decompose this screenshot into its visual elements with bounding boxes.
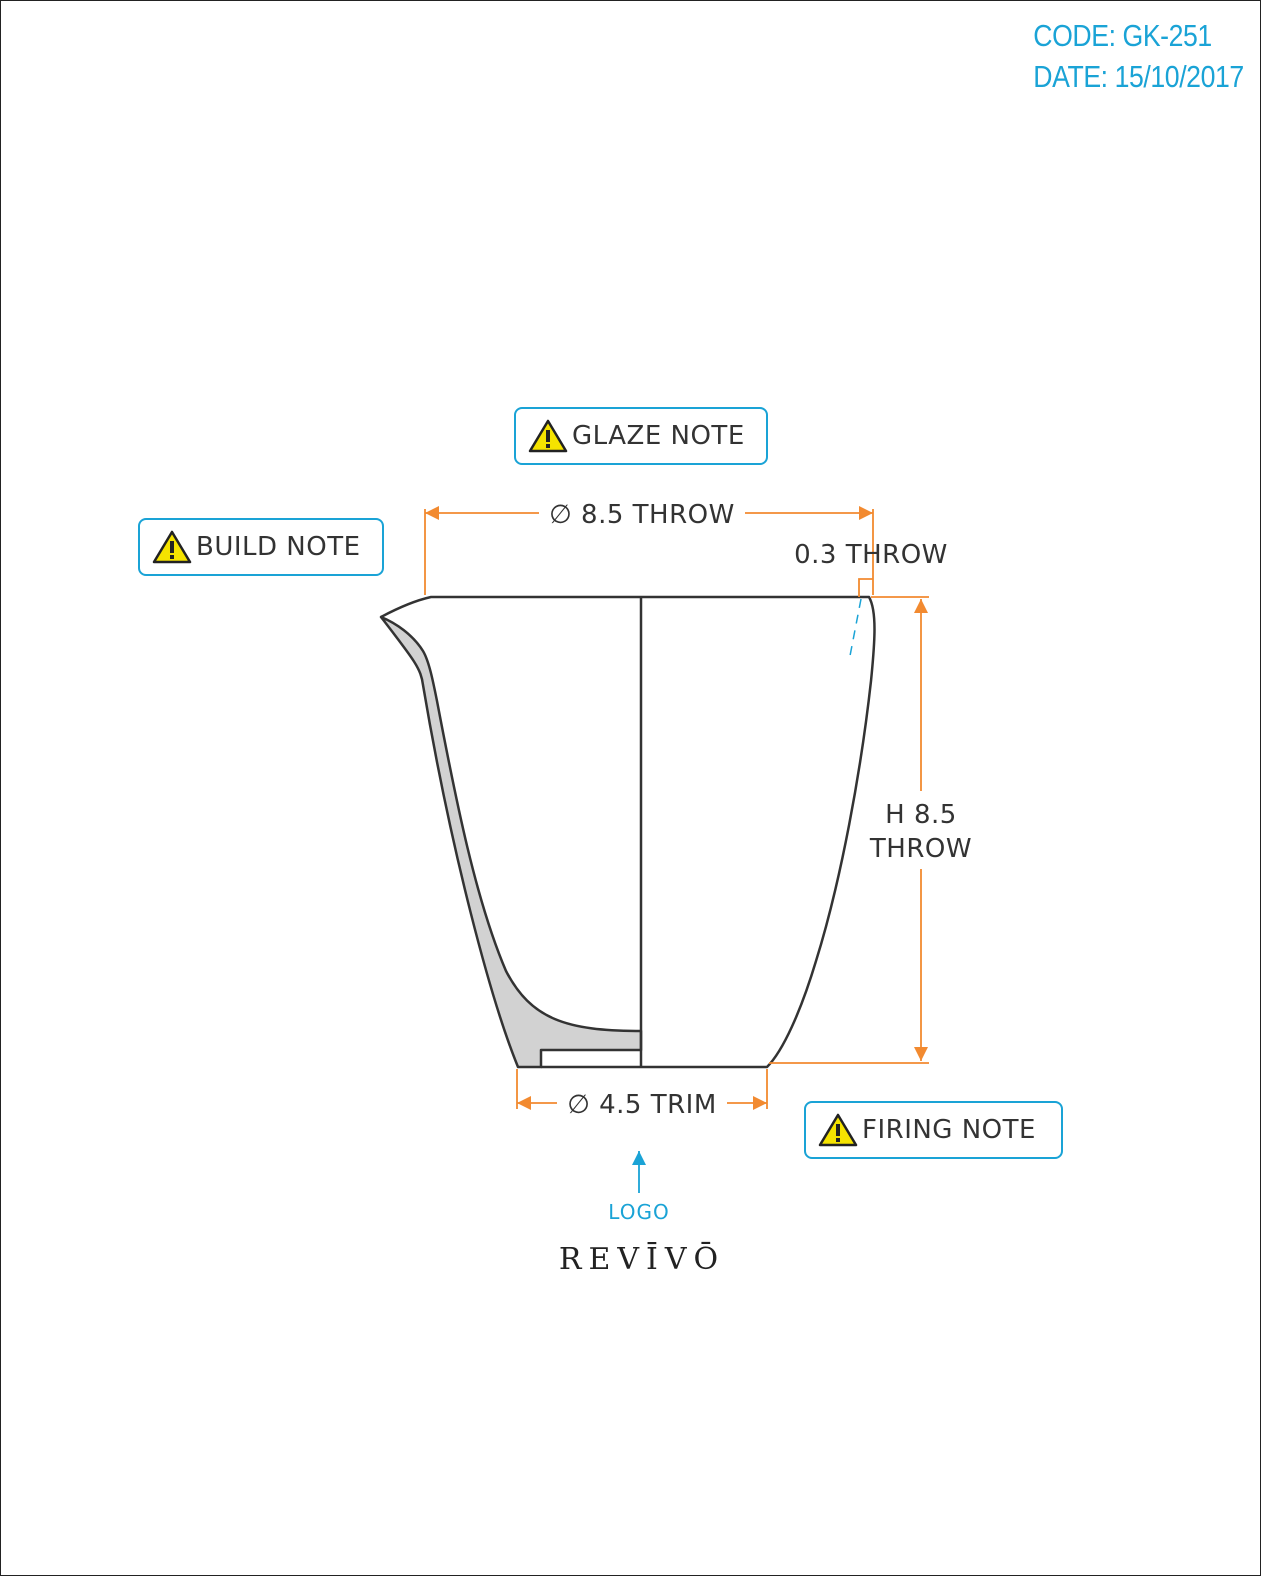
glaze-note-label: GLAZE NOTE [572, 421, 745, 451]
rim-diameter-label: ∅ 8.5 THROW [549, 500, 735, 530]
warning-icon [818, 1113, 858, 1147]
warning-icon [528, 419, 568, 453]
product-code: CODE: GK-251 [1033, 18, 1213, 53]
height-label-line1: H 8.5 [885, 800, 957, 830]
firing-note-callout[interactable]: FIRING NOTE [804, 1101, 1063, 1159]
warning-icon [152, 530, 192, 564]
glaze-note-callout[interactable]: GLAZE NOTE [514, 407, 768, 465]
wall-thickness-bracket [858, 578, 873, 597]
inner-wall-guide [848, 598, 862, 662]
cup-outline-right [641, 595, 876, 1069]
height-label-line2: THROW [869, 834, 972, 864]
build-note-label: BUILD NOTE [196, 532, 361, 562]
wall-thickness-label: 0.3 THROW [794, 540, 948, 570]
drawing-date: DATE: 15/10/2017 [1033, 59, 1245, 94]
cup-rim-left [380, 595, 641, 619]
firing-note-label: FIRING NOTE [862, 1115, 1036, 1145]
foot-diameter-label: ∅ 4.5 TRIM [567, 1090, 717, 1120]
cup-section-wall [379, 615, 643, 1069]
brand-logo: REVĪVŌ [559, 1241, 725, 1277]
title-block: CODE: GK-251 DATE: 15/10/2017 [1033, 15, 1245, 97]
build-note-callout[interactable]: BUILD NOTE [138, 518, 384, 576]
logo-label: LOGO [608, 1200, 669, 1224]
